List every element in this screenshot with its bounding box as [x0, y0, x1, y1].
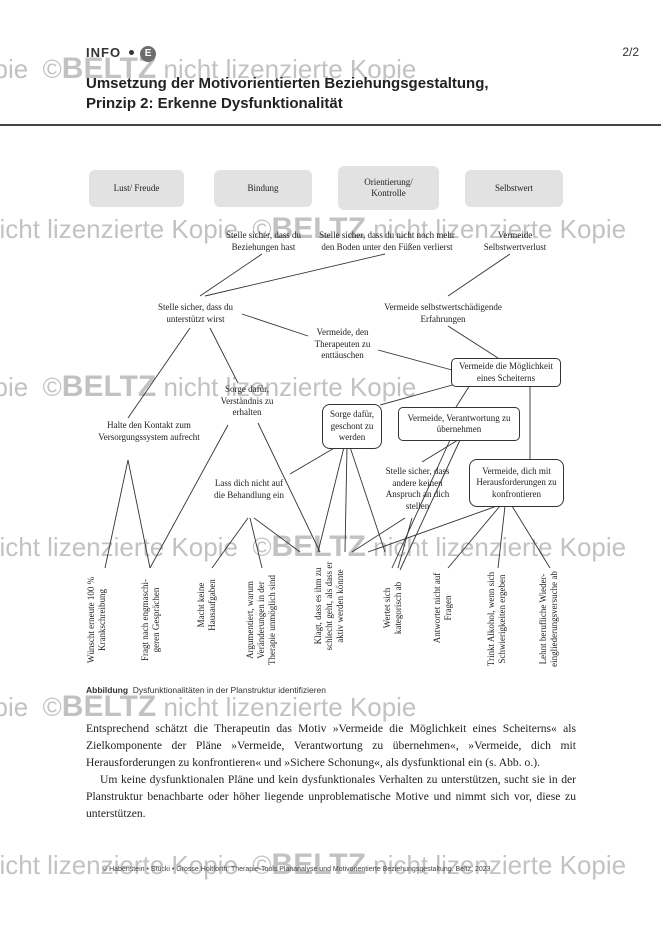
- header-rule: [0, 124, 661, 126]
- connector: [104, 459, 129, 569]
- connector: [127, 327, 191, 419]
- footer-copyright: © Habenstein • Stucki • Grosse Holtforth…: [102, 866, 491, 873]
- connector: [455, 384, 471, 408]
- connector: [351, 517, 406, 553]
- plan-erfahrungen: Vermeide selbstwertschädigende Erfahrung…: [384, 302, 502, 324]
- plan-unterstuetzt: Stelle sicher, dass du unterstützt wirst: [157, 302, 234, 324]
- plan-kontakt: Halte den Kontakt zum Versorgungssystem …: [98, 420, 200, 442]
- connector: [344, 446, 348, 553]
- connector: [391, 439, 451, 569]
- plan-behandlung: Lass dich nicht auf die Behandlung ein: [214, 478, 284, 500]
- behavior-argumentiert: Argumentiert, warum Veränderungen in der…: [245, 575, 277, 665]
- plan-scheitern-box: Vermeide die Möglichkeit eines Scheitern…: [451, 358, 561, 387]
- behavior-krankschreibung: Wünscht erneute 100 % Krankschreibung: [86, 576, 107, 664]
- connector: [289, 446, 337, 475]
- connector: [421, 439, 459, 463]
- behavior-alkohol: Trinkt Alkohol, wenn sich Schwierigkeite…: [486, 571, 507, 667]
- bullet-icon: [129, 50, 135, 55]
- plan-verstaendnis: Sorge dafür, Verständnis zu erhalten: [220, 384, 274, 417]
- plan-bindung: Stelle sicher, dass du Beziehungen hast: [225, 230, 302, 252]
- plan-kontrolle: Stelle sicher, dass du nicht noch mehr d…: [319, 230, 455, 252]
- header-info: INFO E: [86, 44, 157, 62]
- behavior-klagt: Klagt, dass es ihm zu schlecht geht, als…: [313, 561, 345, 651]
- connector: [397, 517, 413, 569]
- connector: [209, 327, 239, 384]
- connector: [379, 383, 457, 406]
- connector: [447, 253, 511, 297]
- connector: [399, 439, 461, 571]
- behavior-wiedereingliederung: Lehnt berufliche Wieder-eingliederungsve…: [538, 571, 559, 667]
- plan-ansprueche: Stelle sicher, dass andere keinen Anspru…: [385, 466, 450, 511]
- plan-geschont-box: Sorge dafür, geschont zu werden: [322, 404, 382, 449]
- title-line-1: Umsetzung der Motivorientierten Beziehun…: [86, 75, 489, 92]
- category-orientierung-kontrolle: Orientierung/ Kontrolle: [338, 166, 439, 210]
- connector: [497, 505, 506, 569]
- category-lust-freude: Lust/ Freude: [89, 170, 184, 207]
- connector: [447, 325, 499, 359]
- connector: [204, 253, 386, 297]
- plan-verantwortung-box: Vermeide, Verantwortung zu übernehmen: [398, 407, 520, 441]
- title-line-2: Prinzip 2: Erkenne Dysfunktionalität: [86, 95, 343, 112]
- plan-therapeuten: Vermeide, den Therapeuten zu enttäuschen: [314, 327, 371, 360]
- connector: [257, 422, 321, 553]
- body-paragraph-2: Um keine dysfunktionalen Pläne und kein …: [86, 773, 576, 820]
- connector: [511, 505, 551, 569]
- behavior-wertet-ab: Wertet sich kategorisch ab: [382, 581, 403, 635]
- behavior-hausaufgaben: Macht keine Hausaufgaben: [196, 579, 217, 631]
- plan-selbstwert: Vermeide Selbstwertverlust: [483, 230, 547, 252]
- connector: [377, 349, 453, 371]
- page-number: 2/2: [622, 45, 639, 59]
- category-bindung: Bindung: [214, 170, 312, 207]
- connector: [253, 517, 301, 553]
- connector: [317, 446, 345, 553]
- category-selbstwert: Selbstwert: [465, 170, 563, 207]
- behavior-antwortet-nicht: Antwortet nicht auf Fragen: [432, 572, 453, 644]
- connector: [199, 253, 263, 297]
- behavior-gespraeche: Fragt nach engmaschi-geren Gesprächen: [140, 579, 161, 661]
- badge-e-icon: E: [140, 46, 157, 62]
- connector: [211, 517, 249, 569]
- page-title: Umsetzung der Motivorientierten Beziehun…: [86, 74, 489, 114]
- body-paragraph-1: Entsprechend schätzt die Therapeutin das…: [86, 722, 576, 769]
- figure-caption: Abbildung Dysfunktionalitäten in der Pla…: [86, 685, 326, 695]
- connector: [447, 505, 501, 569]
- connector: [367, 505, 498, 553]
- plan-herausforderungen-box: Vermeide, dich mit Herausforderungen zu …: [469, 459, 564, 507]
- connector: [249, 517, 263, 569]
- connector: [149, 424, 229, 569]
- connector: [127, 459, 151, 569]
- info-label: INFO: [86, 45, 122, 60]
- connector: [241, 313, 309, 337]
